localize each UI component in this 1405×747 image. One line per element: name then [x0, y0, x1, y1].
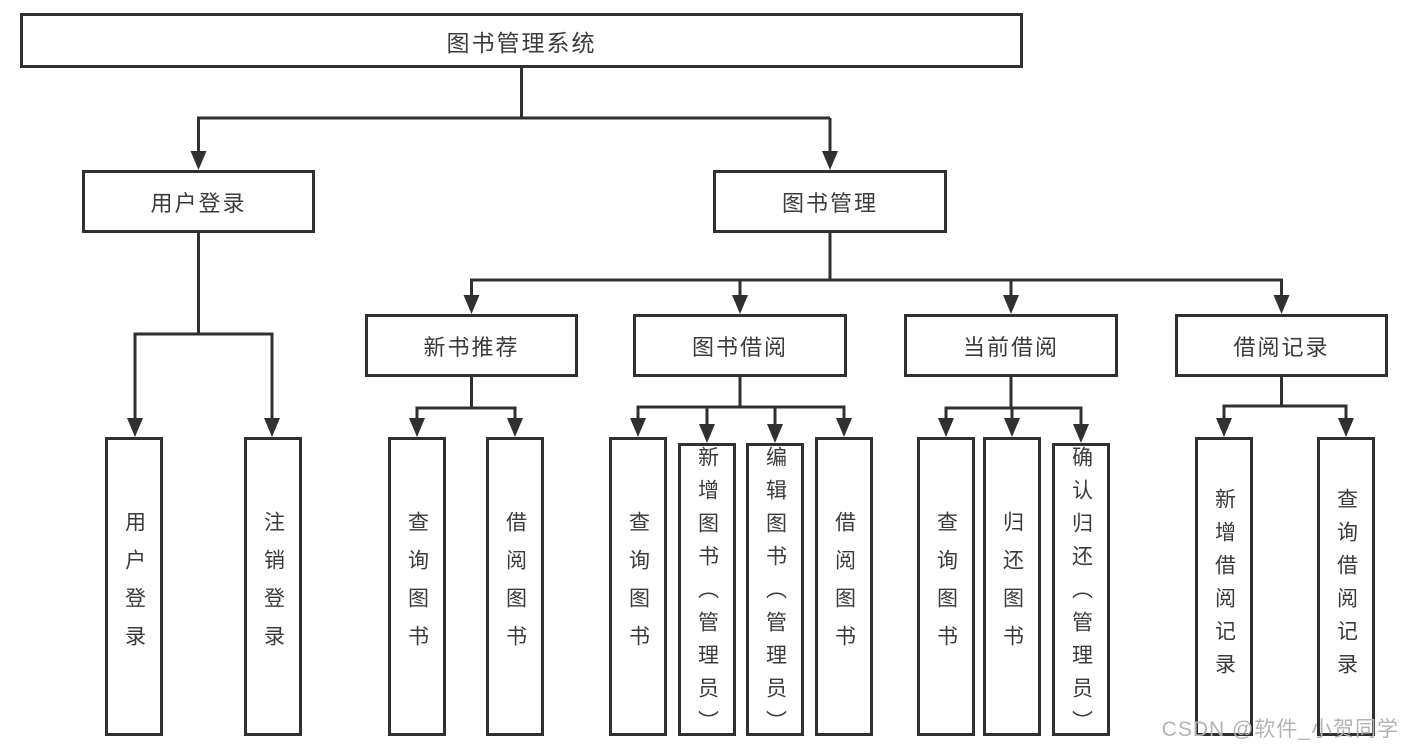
connector-userlogin-to-leaves: [133, 233, 274, 420]
node-label: 查询借阅记录: [1334, 487, 1358, 686]
node-label: 确认归还（管理员）: [1069, 446, 1093, 743]
node-label: 注销登录: [261, 510, 285, 663]
leaf-edit-books-admin: 编辑图书（管理员）: [746, 443, 804, 743]
connector-records-to-leaves: [1222, 377, 1348, 420]
leaf-query-books-2: 查询图书: [609, 437, 667, 736]
arrowhead: [938, 418, 954, 437]
arrowhead: [630, 418, 646, 437]
node-label: 用户登录: [122, 510, 146, 663]
arrowhead: [699, 424, 715, 443]
node-label: 图书管理系统: [446, 29, 597, 56]
connector-bookborrow-to-leaves: [636, 377, 846, 426]
arrowhead: [822, 151, 838, 170]
arrowhead: [127, 418, 143, 437]
connector-bookmgmt-to-level3: [470, 233, 1283, 297]
connector-currentborrow-to-leaves: [944, 377, 1083, 426]
arrowhead: [409, 418, 425, 437]
arrowhead: [507, 418, 523, 437]
leaf-logout: 注销登录: [244, 437, 302, 736]
leaf-query-books-3: 查询图书: [917, 437, 975, 736]
node-label: 查询图书: [405, 510, 429, 663]
node-new-book-recommend: 新书推荐: [365, 314, 578, 377]
arrowhead: [767, 424, 783, 443]
arrowhead: [1338, 418, 1354, 437]
connector-root-to-level2: [197, 68, 832, 153]
leaf-borrow-books-1: 借阅图书: [486, 437, 544, 736]
node-label: 查询图书: [934, 510, 958, 663]
connector-lines: [133, 68, 1348, 426]
node-label: 借阅记录: [1233, 334, 1330, 360]
node-label: 编辑图书（管理员）: [763, 446, 787, 743]
leaf-user-login: 用户登录: [105, 437, 163, 736]
node-label: 图书借阅: [691, 334, 788, 360]
node-user-login: 用户登录: [82, 170, 315, 233]
arrowhead: [190, 151, 207, 170]
arrowhead: [1073, 424, 1089, 443]
arrowhead: [1004, 418, 1020, 437]
node-root-library-system: 图书管理系统: [20, 13, 1023, 68]
arrowhead: [1003, 295, 1019, 314]
node-label: 查询图书: [626, 510, 650, 663]
csdn-watermark: CSDN @软件_小贺同学: [1161, 718, 1399, 741]
leaf-query-books-1: 查询图书: [388, 437, 446, 736]
node-label: 新增图书（管理员）: [695, 446, 719, 743]
leaf-borrow-books-2: 借阅图书: [815, 437, 873, 736]
arrowheads: [127, 151, 1354, 443]
leaf-confirm-return-admin: 确认归还（管理员）: [1052, 443, 1110, 743]
leaf-add-borrow-record: 新增借阅记录: [1195, 437, 1253, 736]
node-book-management: 图书管理: [713, 170, 947, 233]
leaf-return-books: 归还图书: [983, 437, 1041, 736]
node-label: 新增借阅记录: [1212, 487, 1236, 686]
node-book-borrow: 图书借阅: [633, 314, 847, 377]
arrowhead: [1216, 418, 1232, 437]
arrowhead: [836, 418, 852, 437]
arrowhead: [732, 295, 748, 314]
node-label: 用户登录: [150, 190, 247, 216]
node-label: 新书推荐: [423, 334, 520, 360]
node-current-borrow: 当前借阅: [904, 314, 1118, 377]
arrowhead: [1273, 295, 1290, 314]
node-label: 图书管理: [781, 190, 878, 216]
node-label: 借阅图书: [503, 510, 527, 663]
node-label: 当前借阅: [962, 334, 1059, 360]
node-label: 归还图书: [1000, 510, 1024, 663]
node-borrow-records: 借阅记录: [1175, 314, 1388, 377]
connector-newbooks-to-leaves: [415, 377, 517, 420]
leaf-add-books-admin: 新增图书（管理员）: [678, 443, 736, 743]
arrowhead: [264, 418, 280, 437]
leaf-query-borrow-record: 查询借阅记录: [1317, 437, 1375, 736]
arrowhead: [463, 295, 480, 314]
node-label: 借阅图书: [832, 510, 856, 663]
